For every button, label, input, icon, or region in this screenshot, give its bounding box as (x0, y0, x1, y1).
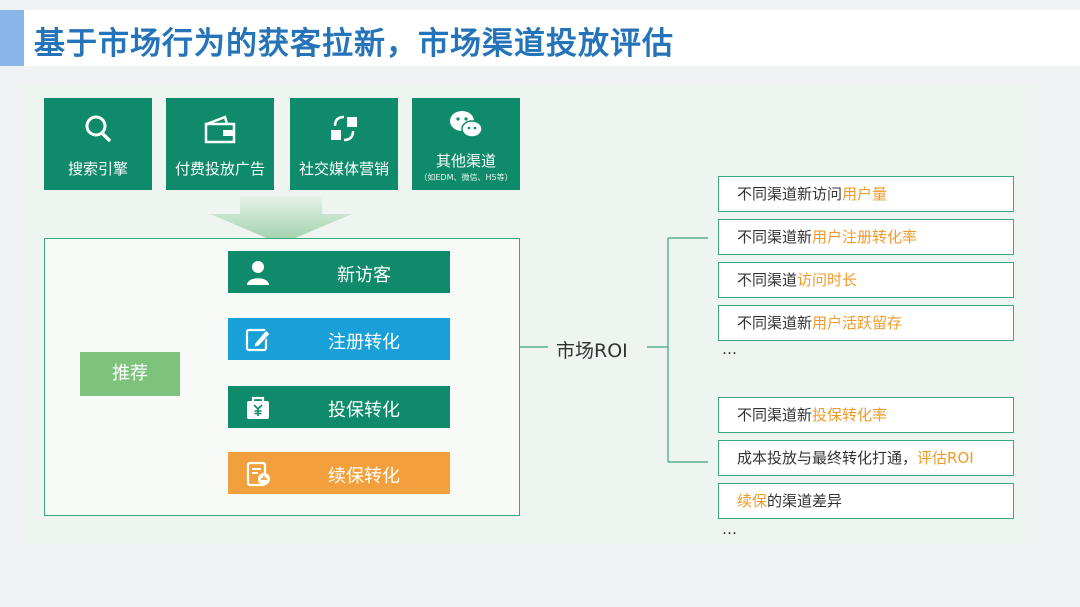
metric-item: 不同渠道新用户注册转化率 (718, 219, 1014, 255)
channel-label: 付费投放广告 (174, 160, 265, 178)
metrics-bracket (667, 237, 708, 463)
step-label: 投保转化 (328, 400, 400, 421)
title-bar: 基于市场行为的获客拉新，市场渠道投放评估 (0, 10, 1080, 66)
metric-item: 不同渠道访问时长 (718, 262, 1014, 298)
step-label: 新访客 (337, 265, 391, 286)
step-label: 续保转化 (328, 466, 400, 487)
metric-item: 续保的渠道差异 (718, 483, 1014, 519)
clipboard-icon (244, 459, 272, 487)
channel-label: 搜索引擎 (67, 160, 128, 178)
channel-social: 社交媒体营销 (290, 98, 398, 190)
metric-item: 不同渠道新访问用户量 (718, 176, 1014, 212)
wallet-icon (166, 112, 274, 146)
metric-item: 不同渠道新用户活跃留存 (718, 305, 1014, 341)
user-icon (244, 258, 272, 286)
search-icon (44, 112, 152, 146)
step-new-visitor: 新访客 (228, 251, 450, 293)
channel-search: 搜索引擎 (44, 98, 152, 190)
recommend-box: 推荐 (80, 352, 180, 396)
channel-sublabel: （如EDM、微信、H5等） (419, 173, 513, 182)
big-down-arrow (210, 196, 352, 244)
share-icon (290, 112, 398, 146)
bag-icon (244, 393, 272, 421)
step-insure: 投保转化 (228, 386, 450, 428)
market-roi-label: 市场ROI (556, 340, 628, 362)
title-accent-bar (0, 10, 24, 66)
wechat-icon (412, 108, 520, 142)
channel-label: 其他渠道 (435, 152, 496, 170)
ellipsis-1: … (722, 340, 738, 358)
step-label: 注册转化 (328, 332, 400, 353)
channel-other: 其他渠道 （如EDM、微信、H5等） (412, 98, 520, 190)
channel-paid-ads: 付费投放广告 (166, 98, 274, 190)
page-title: 基于市场行为的获客拉新，市场渠道投放评估 (34, 26, 674, 62)
metric-item: 不同渠道新投保转化率 (718, 397, 1014, 433)
channel-label: 社交媒体营销 (298, 160, 389, 178)
step-register: 注册转化 (228, 318, 450, 360)
step-renew: 续保转化 (228, 452, 450, 494)
metric-item: 成本投放与最终转化打通，评估ROI (718, 440, 1014, 476)
ellipsis-2: … (722, 520, 738, 538)
edit-icon (244, 325, 272, 353)
